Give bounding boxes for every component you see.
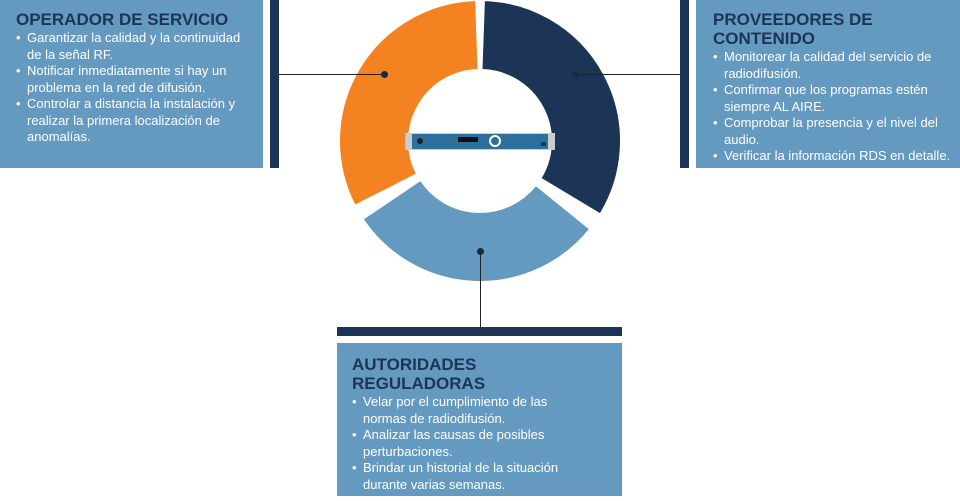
content-item: Monitorear la calidad del servicio de ra… [713, 49, 960, 82]
operator-box: OPERADOR DE SERVICIO Garantizar la calid… [0, 0, 263, 168]
authority-divider-bar [337, 327, 622, 336]
content-box: PROVEEDORES DE CONTENIDO Monitorear la c… [696, 0, 960, 168]
authority-box: AUTORIDADES REGULADORAS Velar por el cum… [337, 343, 622, 496]
operator-item: Controlar a distancia la instalación y r… [16, 96, 253, 146]
operator-item: Notificar inmediatamente si hay un probl… [16, 63, 253, 96]
ring-segment-authority [363, 180, 589, 281]
authority-item: Brindar un historial de la situación dur… [352, 460, 567, 493]
rack-monitor-device-image [405, 133, 555, 150]
content-title: PROVEEDORES DE CONTENIDO [713, 10, 873, 48]
authority-item: Velar por el cumplimiento de las normas … [352, 394, 567, 427]
content-connector-line [576, 74, 680, 75]
operator-item: Garantizar la calidad y la continuidad d… [16, 30, 253, 63]
operator-connector-line [279, 74, 385, 75]
content-item: Comprobar la presencia y el nivel del au… [713, 115, 960, 148]
ring-segment-content [481, 1, 620, 214]
authority-item: Analizar las causas de posibles perturba… [352, 427, 567, 460]
operator-connector-dot [381, 71, 388, 78]
authority-connector-dot [477, 248, 484, 255]
content-divider-bar [680, 0, 689, 168]
ring-segment-operator [340, 1, 479, 205]
authority-connector-line [480, 251, 481, 327]
operator-divider-bar [270, 0, 279, 168]
content-item: Verificar la información RDS en detalle. [713, 148, 960, 165]
content-connector-dot [572, 71, 579, 78]
content-item: Confirmar que los programas estén siempr… [713, 82, 960, 115]
authority-title: AUTORIDADES REGULADORAS [352, 355, 486, 393]
operator-title: OPERADOR DE SERVICIO [16, 10, 229, 29]
